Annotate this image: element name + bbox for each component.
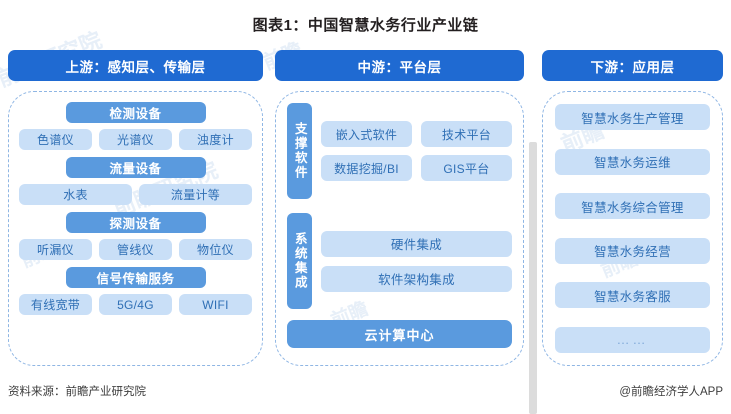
block-system-integration: 系统集成 硬件集成 软件架构集成 [287,213,512,309]
list-item[interactable]: 流量计等 [139,184,252,205]
list-item[interactable]: 智慧水务生产管理 [555,104,710,130]
list-item[interactable]: 技术平台 [421,121,512,147]
page-title: 图表1：中国智慧水务行业产业链 [252,17,479,34]
list-item[interactable]: 智慧水务客服 [555,282,710,309]
category-label: 信号传输服务 [65,267,206,288]
list-item[interactable]: 有线宽带 [19,294,92,315]
column-body-midstream: 支撑软件 嵌入式软件 技术平台 数据挖掘/BI GIS平台 系统集成 硬件集成 … [275,91,524,366]
list-item[interactable]: 软件架构集成 [321,265,512,292]
list-item[interactable]: 嵌入式软件 [321,121,412,147]
group-signal-transmission: 信号传输服务 有线宽带 5G/4G WIFI [19,267,252,315]
list-item[interactable]: 硬件集成 [321,230,512,257]
brand-note: @前瞻经济学人APP [619,386,723,398]
list-item[interactable]: 色谱仪 [19,129,92,150]
cloud-computing-center[interactable]: 云计算中心 [287,320,512,348]
list-item[interactable]: 听漏仪 [19,239,92,260]
vertical-label-system-integration: 系统集成 [287,213,312,309]
list-item[interactable]: 浊度计 [179,129,252,150]
list-item[interactable]: 管线仪 [99,239,172,260]
group-probe: 探测设备 听漏仪 管线仪 物位仪 [19,212,252,260]
list-item[interactable]: 水表 [19,184,132,205]
column-header-upstream: 上游：感知层、传输层 [8,50,263,81]
list-item[interactable]: WIFI [179,294,252,315]
column-upstream: 上游：感知层、传输层 检测设备 色谱仪 光谱仪 浊度计 流量设备 [8,50,263,366]
column-header-midstream: 中游：平台层 [275,50,524,81]
group-flow: 流量设备 水表 流量计等 [19,157,252,205]
vertical-label-support-software: 支撑软件 [287,103,312,199]
category-label: 检测设备 [65,102,206,123]
list-item[interactable]: 智慧水务运维 [555,148,710,175]
list-item[interactable]: 智慧水务综合管理 [555,193,710,220]
block-support-software: 支撑软件 嵌入式软件 技术平台 数据挖掘/BI GIS平台 [287,103,512,199]
group-detection: 检测设备 色谱仪 光谱仪 浊度计 [19,102,252,150]
industry-chain-diagram: 上游：感知层、传输层 检测设备 色谱仪 光谱仪 浊度计 流量设备 [8,50,723,414]
list-item[interactable]: 物位仪 [179,239,252,260]
category-label: 探测设备 [65,212,206,233]
list-item-ellipsis[interactable]: …… [555,326,710,353]
column-body-downstream: 智慧水务生产管理 智慧水务运维 智慧水务综合管理 智慧水务经营 智慧水务客服 …… [542,91,723,366]
column-downstream: 下游：应用层 智慧水务生产管理 智慧水务运维 智慧水务综合管理 智慧水务经营 智… [542,50,723,366]
column-midstream: 中游：平台层 支撑软件 嵌入式软件 技术平台 数据挖掘/BI GIS平台 系统集… [275,50,524,366]
list-item[interactable]: GIS平台 [421,155,512,181]
category-label: 流量设备 [65,157,206,178]
list-item[interactable]: 光谱仪 [99,129,172,150]
column-divider [529,142,537,414]
list-item[interactable]: 数据挖掘/BI [321,155,412,181]
list-item[interactable]: 智慧水务经营 [555,237,710,264]
source-note: 资料来源：前瞻产业研究院 [8,386,146,398]
column-header-downstream: 下游：应用层 [542,50,723,81]
list-item[interactable]: 5G/4G [99,294,172,315]
column-body-upstream: 检测设备 色谱仪 光谱仪 浊度计 流量设备 水表 流量计等 [8,91,263,366]
